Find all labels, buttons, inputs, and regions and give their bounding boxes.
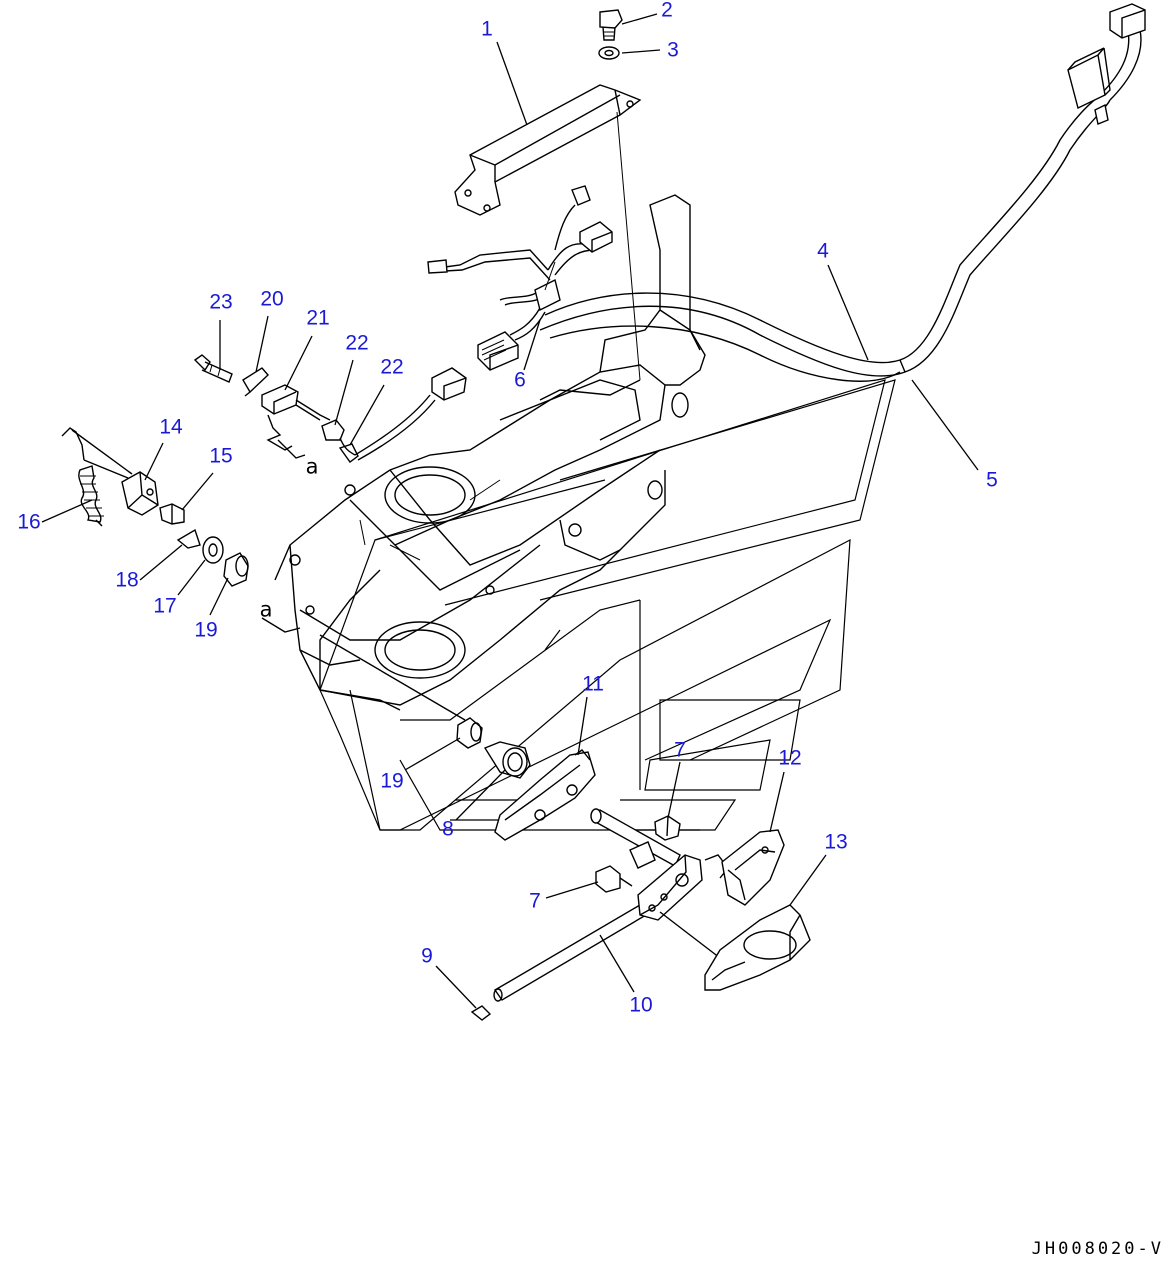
pedal-pad-part-13 <box>704 904 811 991</box>
bracket-part-14 <box>121 471 159 516</box>
leader-lines <box>41 13 979 1009</box>
spring-part-16 <box>61 427 133 527</box>
callout-19-b: 19 <box>380 769 404 793</box>
frame-body <box>274 194 706 711</box>
callout-23: 23 <box>209 290 233 314</box>
bolt-axis-line <box>616 111 641 381</box>
callout-5: 5 <box>986 468 998 492</box>
callout-22-b: 22 <box>380 355 404 379</box>
pedal-arm-part-11 <box>494 749 596 841</box>
connector-part-22 <box>321 367 467 463</box>
rod-part-10 <box>493 904 647 1002</box>
callout-2: 2 <box>661 0 673 22</box>
clip-part-18 <box>176 528 201 549</box>
screw-part-9 <box>470 1005 492 1021</box>
callout-15: 15 <box>209 444 233 468</box>
callout-12: 12 <box>778 746 802 770</box>
view-marker-a-bottom: a <box>259 597 273 622</box>
callout-17: 17 <box>153 594 177 618</box>
pivot-axis-line <box>319 634 466 721</box>
callout-7-b: 7 <box>529 889 541 913</box>
callout-18: 18 <box>115 568 139 592</box>
callout-21: 21 <box>306 306 330 330</box>
view-a-arrow-bottom <box>261 617 301 633</box>
callout-19-a: 19 <box>194 618 218 642</box>
callout-13: 13 <box>824 830 848 854</box>
view-a-arrow-top <box>277 439 306 459</box>
bracket-part-1 <box>454 84 642 216</box>
bolt-part-23 <box>193 354 233 383</box>
switch-part-21 <box>261 384 331 451</box>
bolt-part-2 <box>599 9 623 41</box>
wire-harness-part-4-5 <box>539 3 1146 382</box>
washer-part-3 <box>598 46 620 60</box>
callout-4: 4 <box>817 239 829 263</box>
view-marker-a-top: a <box>305 454 319 479</box>
bolt-part-15 <box>159 503 185 525</box>
callout-10: 10 <box>629 993 653 1017</box>
callout-22-a: 22 <box>345 331 369 355</box>
wire-harness-part-6 <box>427 185 613 371</box>
callout-14: 14 <box>159 415 183 439</box>
bolt-part-7-a <box>654 815 681 841</box>
bushing-part-19-b <box>456 717 483 749</box>
washer-part-17 <box>202 536 224 564</box>
callout-11: 11 <box>582 672 604 696</box>
boss-part-8 <box>483 741 531 779</box>
cab-outline-ghost <box>319 379 896 831</box>
bushing-part-19-a <box>223 552 249 587</box>
callout-20: 20 <box>260 287 284 311</box>
lever-shaft-part-10 <box>590 808 729 959</box>
callout-16: 16 <box>17 510 41 534</box>
pedal-bracket-part-12 <box>721 829 785 906</box>
callout-3: 3 <box>667 38 679 62</box>
callout-9: 9 <box>421 944 433 968</box>
callout-1: 1 <box>481 17 493 41</box>
callout-8: 8 <box>442 817 454 841</box>
callout-6: 6 <box>514 368 526 392</box>
callout-7-a: 7 <box>674 738 686 762</box>
drawing-code: JH008020-V <box>1031 1239 1164 1259</box>
bolt-part-7-b <box>595 865 633 893</box>
plate-part-20 <box>242 367 269 397</box>
